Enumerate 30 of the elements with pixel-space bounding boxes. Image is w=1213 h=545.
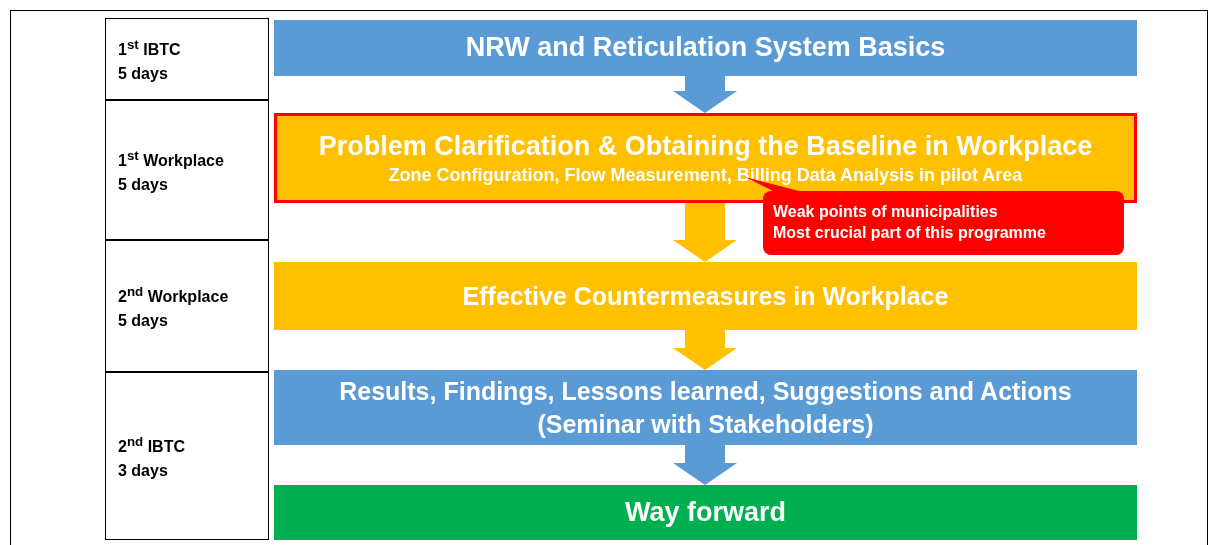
schedule-cell bbox=[105, 240, 269, 372]
duration-text: 5 days bbox=[118, 63, 168, 84]
callout-pointer bbox=[745, 177, 799, 191]
stage-title: Way forward bbox=[625, 495, 786, 529]
stage-title: Effective Countermeasures in Workplace bbox=[462, 280, 949, 312]
block-arrow bbox=[673, 76, 737, 113]
block-arrow bbox=[673, 203, 737, 262]
session-label: 1$^{st}$ Workplace bbox=[118, 147, 224, 172]
session-label: 1$^{st}$ IBTC bbox=[118, 36, 181, 61]
session-label: 2$^{nd}$ IBTC bbox=[118, 433, 185, 458]
schedule-cell bbox=[105, 18, 269, 100]
duration-text: 5 days bbox=[118, 310, 168, 331]
duration-text: 3 days bbox=[118, 460, 168, 481]
stage-box bbox=[274, 20, 1137, 76]
block-arrow bbox=[673, 330, 737, 370]
stage-title: Problem Clarification & Obtaining the Baseline in Workplace bbox=[318, 129, 1093, 163]
callout-text: Weak points of municipalities bbox=[773, 202, 998, 223]
stage-box bbox=[274, 485, 1137, 540]
stage-box bbox=[274, 113, 1137, 203]
stage-box bbox=[274, 370, 1137, 445]
block-arrow bbox=[673, 445, 737, 485]
duration-text: 5 days bbox=[118, 174, 168, 195]
stage-title: NRW and Reticulation System Basics bbox=[465, 31, 946, 65]
session-label: 2$^{nd}$ Workplace bbox=[118, 283, 229, 308]
stage-title: Results, Findings, Lessons learned, Suggestions and Actions (Seminar with Stakeholders) bbox=[338, 376, 1073, 440]
callout-text: Most crucial part of this programme bbox=[773, 223, 1046, 243]
schedule-cell bbox=[105, 100, 269, 240]
stage-box bbox=[274, 262, 1137, 330]
schedule-cell bbox=[105, 372, 269, 540]
stage-subtitle: Zone Configuration, Flow Measurement, Billing Data Analysis in pilot Area bbox=[388, 163, 1023, 187]
